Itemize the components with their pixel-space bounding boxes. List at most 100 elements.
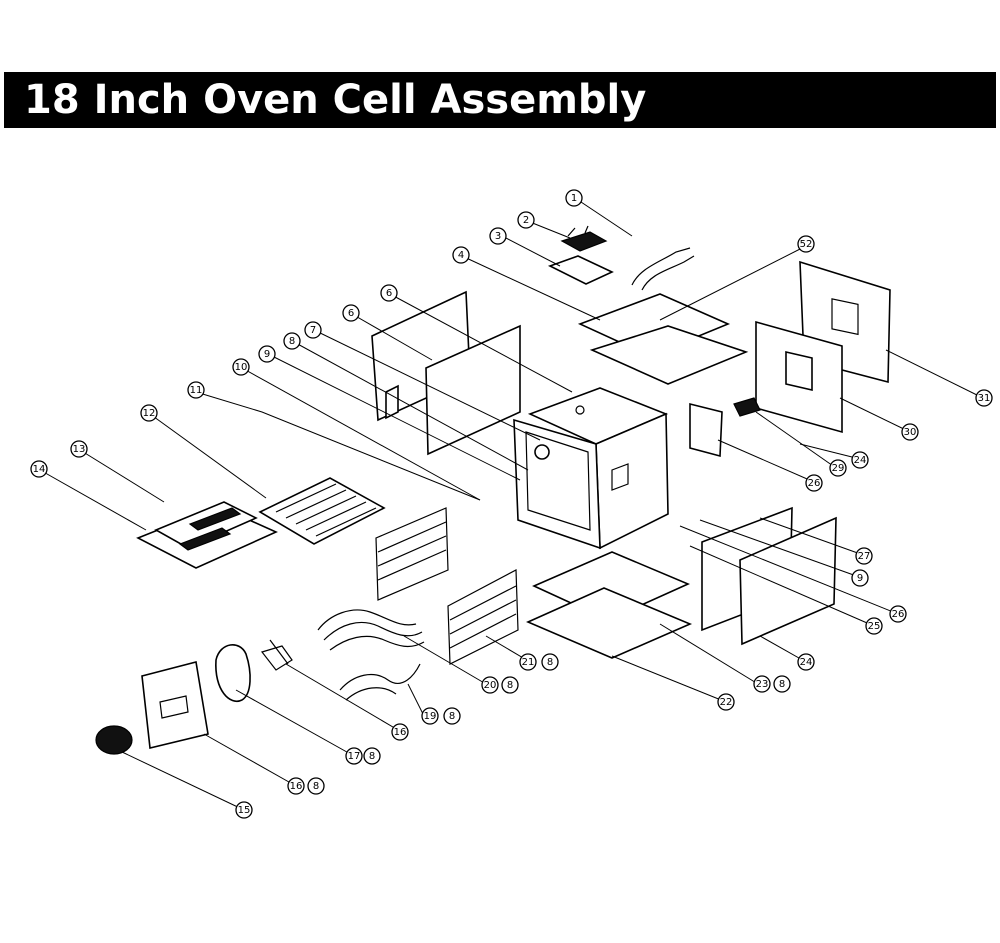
callout-29: 29 bbox=[829, 459, 847, 477]
callout-number: 21 bbox=[522, 657, 535, 668]
title-bar: 18 Inch Oven Cell Assembly bbox=[4, 72, 996, 128]
callout-number: 7 bbox=[310, 325, 316, 336]
part-fan-grille bbox=[95, 725, 133, 755]
callout-9: 9 bbox=[258, 345, 276, 363]
callout-10: 10 bbox=[232, 358, 250, 376]
callout-7: 7 bbox=[304, 321, 322, 339]
callout-number: 26 bbox=[808, 478, 821, 489]
callout-4: 4 bbox=[452, 246, 470, 264]
callout-11: 11 bbox=[187, 381, 205, 399]
callout-8: 8 bbox=[443, 707, 461, 725]
callout-number: 8 bbox=[547, 657, 553, 668]
callout-number: 30 bbox=[904, 427, 917, 438]
callout-31: 31 bbox=[975, 389, 993, 407]
callout-number: 9 bbox=[857, 573, 863, 584]
callout-number: 14 bbox=[33, 464, 46, 475]
callout-3: 3 bbox=[489, 227, 507, 245]
part-cover-plate bbox=[547, 255, 614, 285]
callout-8: 8 bbox=[283, 332, 301, 350]
callout-6: 6 bbox=[380, 284, 398, 302]
callout-16: 16 bbox=[287, 777, 305, 795]
callout-20: 20 bbox=[481, 676, 499, 694]
callout-number: 31 bbox=[978, 393, 991, 404]
callout-number: 52 bbox=[800, 239, 813, 250]
callout-6: 6 bbox=[342, 304, 360, 322]
part-broil-pan bbox=[136, 501, 278, 569]
callout-labels: 1234523130667891011121314242926279262524… bbox=[30, 189, 993, 819]
leader-lines bbox=[39, 199, 984, 811]
callout-12: 12 bbox=[140, 404, 158, 422]
callout-number: 8 bbox=[779, 679, 785, 690]
callout-24: 24 bbox=[851, 451, 869, 469]
callout-2: 2 bbox=[517, 211, 535, 229]
part-junction-bracket bbox=[689, 402, 723, 458]
callout-23: 23 bbox=[753, 675, 771, 693]
part-switch-bracket bbox=[560, 225, 608, 252]
callout-number: 2 bbox=[523, 215, 529, 226]
part-fan-housing bbox=[215, 644, 251, 702]
part-terminal-block bbox=[733, 397, 761, 417]
callout-number: 20 bbox=[484, 680, 497, 691]
callout-number: 12 bbox=[143, 408, 156, 419]
callout-number: 8 bbox=[449, 711, 455, 722]
callout-21: 21 bbox=[519, 653, 537, 671]
part-broil-element bbox=[317, 609, 425, 651]
callout-number: 26 bbox=[892, 609, 905, 620]
callout-24: 24 bbox=[797, 653, 815, 671]
callout-15: 15 bbox=[235, 801, 253, 819]
callout-number: 27 bbox=[858, 551, 871, 562]
callout-number: 15 bbox=[238, 805, 251, 816]
callout-number: 16 bbox=[394, 727, 407, 738]
callout-number: 23 bbox=[756, 679, 769, 690]
callout-number: 6 bbox=[348, 308, 354, 319]
callout-27: 27 bbox=[855, 547, 873, 565]
callout-13: 13 bbox=[70, 440, 88, 458]
callout-52: 52 bbox=[797, 235, 815, 253]
page-title: 18 Inch Oven Cell Assembly bbox=[24, 77, 647, 123]
part-fan-blade bbox=[260, 639, 293, 671]
callout-8: 8 bbox=[501, 676, 519, 694]
callout-16: 16 bbox=[391, 723, 409, 741]
callout-number: 24 bbox=[854, 455, 867, 466]
callout-number: 24 bbox=[800, 657, 813, 668]
callout-number: 10 bbox=[235, 362, 248, 373]
callout-9: 9 bbox=[851, 569, 869, 587]
callout-number: 8 bbox=[507, 680, 513, 691]
part-rack-support-right bbox=[447, 569, 519, 665]
callout-30: 30 bbox=[901, 423, 919, 441]
callout-number: 25 bbox=[868, 621, 881, 632]
callout-number: 4 bbox=[458, 250, 464, 261]
part-left-side-insulation bbox=[425, 324, 521, 456]
callout-number: 11 bbox=[190, 385, 203, 396]
callout-1: 1 bbox=[565, 189, 583, 207]
callout-number: 1 bbox=[571, 193, 577, 204]
callout-number: 19 bbox=[424, 711, 437, 722]
callout-number: 6 bbox=[386, 288, 392, 299]
part-bake-element bbox=[339, 663, 421, 701]
callout-14: 14 bbox=[30, 460, 48, 478]
callout-19: 19 bbox=[421, 707, 439, 725]
part-bottom-insulation bbox=[526, 587, 693, 659]
callout-8: 8 bbox=[363, 747, 381, 765]
callout-26: 26 bbox=[889, 605, 907, 623]
callout-number: 3 bbox=[495, 231, 501, 242]
callout-number: 8 bbox=[289, 336, 295, 347]
callout-number: 8 bbox=[369, 751, 375, 762]
part-rack-support-left bbox=[375, 507, 449, 601]
callout-number: 22 bbox=[720, 697, 733, 708]
part-top-insulation bbox=[589, 325, 749, 385]
callout-25: 25 bbox=[865, 617, 883, 635]
callout-number: 9 bbox=[264, 349, 270, 360]
part-oven-cavity bbox=[513, 387, 669, 550]
callout-8: 8 bbox=[773, 675, 791, 693]
callout-22: 22 bbox=[717, 693, 735, 711]
callout-number: 29 bbox=[832, 463, 845, 474]
part-rear-cover bbox=[141, 661, 209, 749]
callout-number: 13 bbox=[73, 444, 86, 455]
callout-26: 26 bbox=[805, 474, 823, 492]
callout-number: 16 bbox=[290, 781, 303, 792]
part-oven-rack bbox=[258, 477, 386, 545]
callout-8: 8 bbox=[541, 653, 559, 671]
callout-number: 8 bbox=[313, 781, 319, 792]
